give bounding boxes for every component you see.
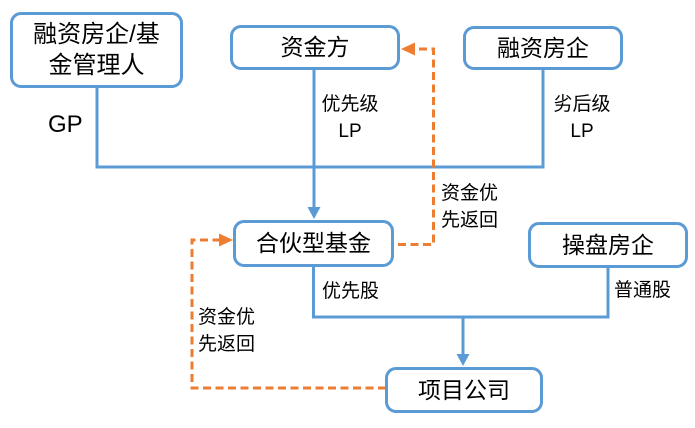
return-to-fund-path <box>190 238 386 390</box>
return-to-provider-arrowhead <box>401 42 415 56</box>
preferred-shares-label: 优先股 <box>322 281 380 302</box>
node-capital-provider: 资金方 <box>230 25 400 70</box>
return-to-provider-path <box>398 47 435 246</box>
subordinate-lp-label: 劣后级 LP <box>553 94 611 142</box>
capital-return-to-fund-label: 资金优 先返回 <box>198 307 256 355</box>
priority-lp-label: 优先级 LP <box>321 94 379 142</box>
node-operating-company: 操盘房企 <box>528 222 688 268</box>
gp-label: GP <box>48 111 83 138</box>
fund-arrowhead <box>307 207 321 219</box>
node-financing-company: 融资房企 <box>463 26 623 70</box>
node-partnership-fund: 合伙型基金 <box>233 220 394 267</box>
node-project-company: 项目公司 <box>385 367 543 413</box>
common-shares-label: 普通股 <box>614 280 672 301</box>
node-gp-manager: 融资房企/基 金管理人 <box>10 12 183 88</box>
capital-return-to-provider-label: 资金优 先返回 <box>441 183 499 231</box>
project-arrowhead <box>456 354 470 366</box>
return-to-fund-arrowhead <box>219 233 233 247</box>
